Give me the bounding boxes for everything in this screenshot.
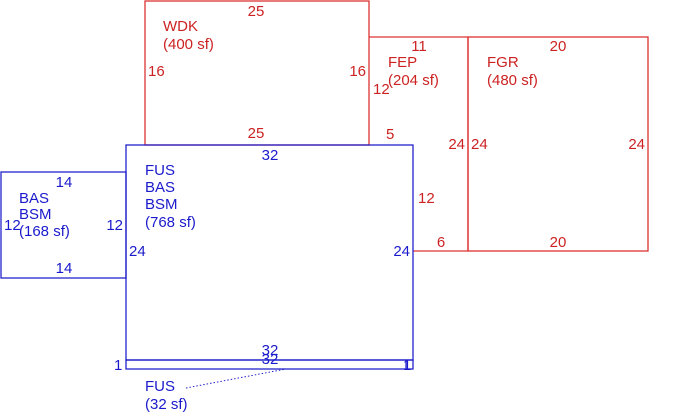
bas-line2-label: BSM [19,206,52,223]
fep-dim-right: 24 [448,136,465,153]
wdk-dim-top: 25 [248,3,265,20]
fgr-dim-right: 24 [628,136,645,153]
fus-strip-dim-right: 1 [403,357,411,374]
fgr-dim-left: 24 [471,136,488,153]
fep-code-label: FEP [388,54,417,71]
bas-dim-right: 12 [106,217,123,234]
fep-dim-inner: 12 [418,190,435,207]
fgr-outline [467,36,649,252]
fep-dim-top: 11 [411,38,427,55]
bas-dim-top: 14 [56,174,73,191]
fus-strip-dim-top: 32 [262,351,279,368]
wdk-dim-left: 16 [148,63,165,80]
fgr-area-label: (480 sf) [487,72,538,89]
fus-main-line3-label: BSM [145,196,178,213]
wdk-dim-bottom: 25 [248,125,265,142]
wdk-dim-right: 16 [349,63,366,80]
bas-dim-left: 12 [4,217,21,234]
fus-strip-area-label: (32 sf) [145,396,188,413]
wdk-area-label: (400 sf) [163,36,214,53]
fus-main-dim-left: 24 [129,243,146,260]
fep-area-label: (204 sf) [388,72,439,89]
bas-line1-label: BAS [19,190,49,207]
fus-main-line2-label: BAS [145,179,175,196]
fus-main-dim-right: 24 [393,243,410,260]
wdk-code-label: WDK [163,18,198,35]
fgr-area: FGR (480 sf) 20 24 24 20 [467,36,649,252]
bas-dim-bottom: 14 [56,260,73,277]
fep-dim-bottom: 6 [437,234,445,251]
fgr-code-label: FGR [487,54,519,71]
wdk-area: WDK (400 sf) 25 16 16 25 [144,0,370,146]
fus-main-area: FUS BAS BSM (768 sf) 32 24 24 32 [125,144,414,361]
fus-main-dim-top: 32 [262,147,279,164]
fus-strip-code-label: FUS [145,378,175,395]
fus-main-dim-bottom: 32 [262,342,279,359]
fgr-dim-top: 20 [550,38,567,55]
bas-area-label: (168 sf) [19,223,70,240]
fus-strip-leader-line [185,368,287,389]
fus-main-line1-label: FUS [145,162,175,179]
fep-dim-left-upper: 12 [373,81,390,98]
fus-strip-outline [125,359,414,370]
bas-area: BAS BSM (168 sf) 14 12 12 14 [0,171,127,279]
fus-main-area-label: (768 sf) [145,214,196,231]
fep-dim-left-lower: 5 [386,126,394,143]
fus-strip-area: 32 1 1 FUS (32 sf) [114,351,414,413]
fus-strip-dim-left: 1 [114,357,122,374]
fgr-dim-bottom: 20 [550,234,567,251]
fep-area: FEP (204 sf) 11 12 5 24 12 6 [369,36,469,252]
